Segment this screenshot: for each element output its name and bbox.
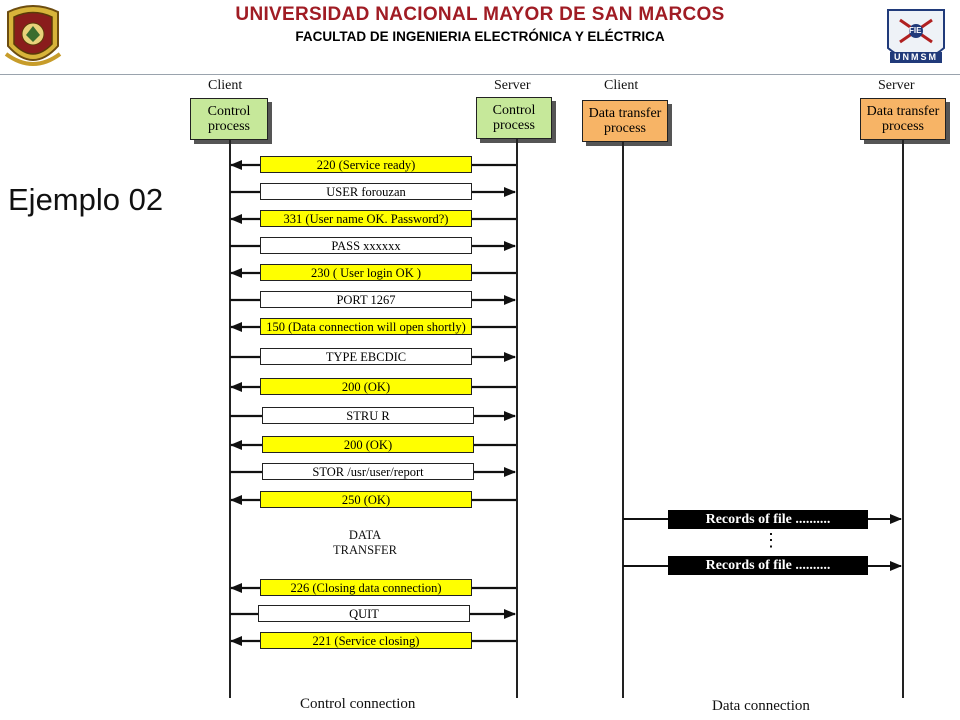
server-control-lifeline xyxy=(516,139,518,698)
message-box: TYPE EBCDIC xyxy=(260,348,472,365)
data-transfer-line2: TRANSFER xyxy=(333,543,397,557)
logo-right-badge: FIE xyxy=(909,26,922,35)
message-box: 200 (OK) xyxy=(262,436,474,453)
data-transfer-line1: DATA xyxy=(348,528,382,542)
header-divider xyxy=(0,74,960,75)
faculty-name: FACULTAD DE INGENIERIA ELECTRÓNICA Y ELÉ… xyxy=(295,29,665,44)
message-box: 150 (Data connection will open shortly) xyxy=(260,318,472,335)
client-data-lifeline xyxy=(622,142,624,698)
message-box: 250 (OK) xyxy=(260,491,472,508)
message-box: USER forouzan xyxy=(260,183,472,200)
box-line: Control xyxy=(207,104,251,119)
slide-title: Ejemplo 02 xyxy=(8,182,164,217)
client-data-caption: Client xyxy=(604,78,639,93)
records-of-file-1: Records of file .......... xyxy=(668,510,868,529)
box-line: process xyxy=(208,119,250,134)
message-box: 221 (Service closing) xyxy=(260,632,472,649)
logo-right-text: UNMSM xyxy=(894,52,938,62)
server-control-caption: Server xyxy=(494,78,531,93)
records-ellipsis: ⋮ xyxy=(762,530,780,550)
message-box: 200 (OK) xyxy=(260,378,472,395)
client-control-caption: Client xyxy=(208,78,243,93)
records-of-file-2: Records of file .......... xyxy=(668,556,868,575)
message-box: 226 (Closing data connection) xyxy=(260,579,472,596)
logo-left xyxy=(2,2,64,72)
box-line: process xyxy=(882,119,924,134)
server-data-caption: Server xyxy=(878,78,915,93)
data-connection-caption: Data connection xyxy=(712,698,810,714)
box-line: Data transfer xyxy=(588,106,662,121)
message-box: STRU R xyxy=(262,407,474,424)
message-box: PASS xxxxxx xyxy=(260,237,472,254)
message-box: QUIT xyxy=(258,605,470,622)
message-box: 230 ( User login OK ) xyxy=(260,264,472,281)
box-line: Data transfer xyxy=(866,104,940,119)
server-data-lifeline xyxy=(902,140,904,698)
control-connection-caption: Control connection xyxy=(300,696,416,712)
logo-right: FIE UNMSM xyxy=(880,2,952,72)
message-box: 220 (Service ready) xyxy=(260,156,472,173)
box-line: process xyxy=(493,118,535,133)
data-transfer-label: DATA TRANSFER xyxy=(320,528,410,558)
message-box: 331 (User name OK. Password?) xyxy=(260,210,472,227)
message-box: STOR /usr/user/report xyxy=(262,463,474,480)
university-name: UNIVERSIDAD NACIONAL MAYOR DE SAN MARCOS xyxy=(235,4,725,25)
box-line: process xyxy=(604,121,646,136)
box-line: Control xyxy=(492,103,536,118)
client-control-lifeline xyxy=(229,140,231,698)
message-box: PORT 1267 xyxy=(260,291,472,308)
